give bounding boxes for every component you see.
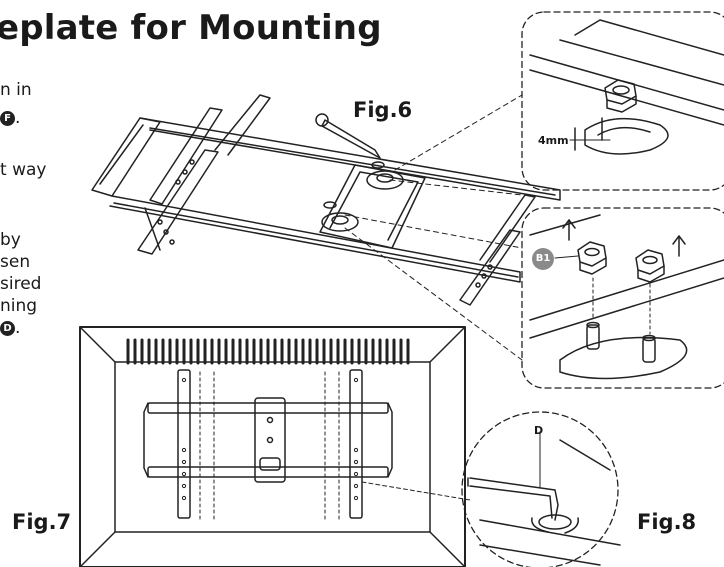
- hex-key-label: D: [534, 424, 544, 437]
- body-text-line: t way: [0, 160, 47, 180]
- body-text-line: F.: [0, 108, 20, 128]
- body-text-line: by: [0, 230, 21, 250]
- fig6-label: Fig.6: [353, 98, 413, 122]
- tv-back-drawing: [79, 326, 471, 567]
- body-text-line: n in: [0, 80, 32, 100]
- wall-plate-drawing: [91, 94, 561, 306]
- body-text-line: D.: [0, 318, 20, 338]
- b1-badge: B1: [532, 248, 554, 270]
- fig7-label: Fig.7: [12, 510, 72, 534]
- body-text-line: sen: [0, 252, 31, 272]
- body-text-line: sired: [0, 274, 42, 294]
- body-text-line: ning: [0, 296, 38, 316]
- fig8-label: Fig.8: [637, 510, 697, 534]
- nut-detail-drawing: [529, 19, 724, 155]
- part-d-badge: D: [0, 320, 15, 336]
- hex-key-drawing: [467, 431, 621, 566]
- part-f-badge: F: [0, 110, 15, 126]
- page-title: eplate for Mounting: [0, 8, 382, 48]
- measure-label: 4mm: [538, 134, 569, 147]
- b1-detail-drawing: [529, 214, 724, 380]
